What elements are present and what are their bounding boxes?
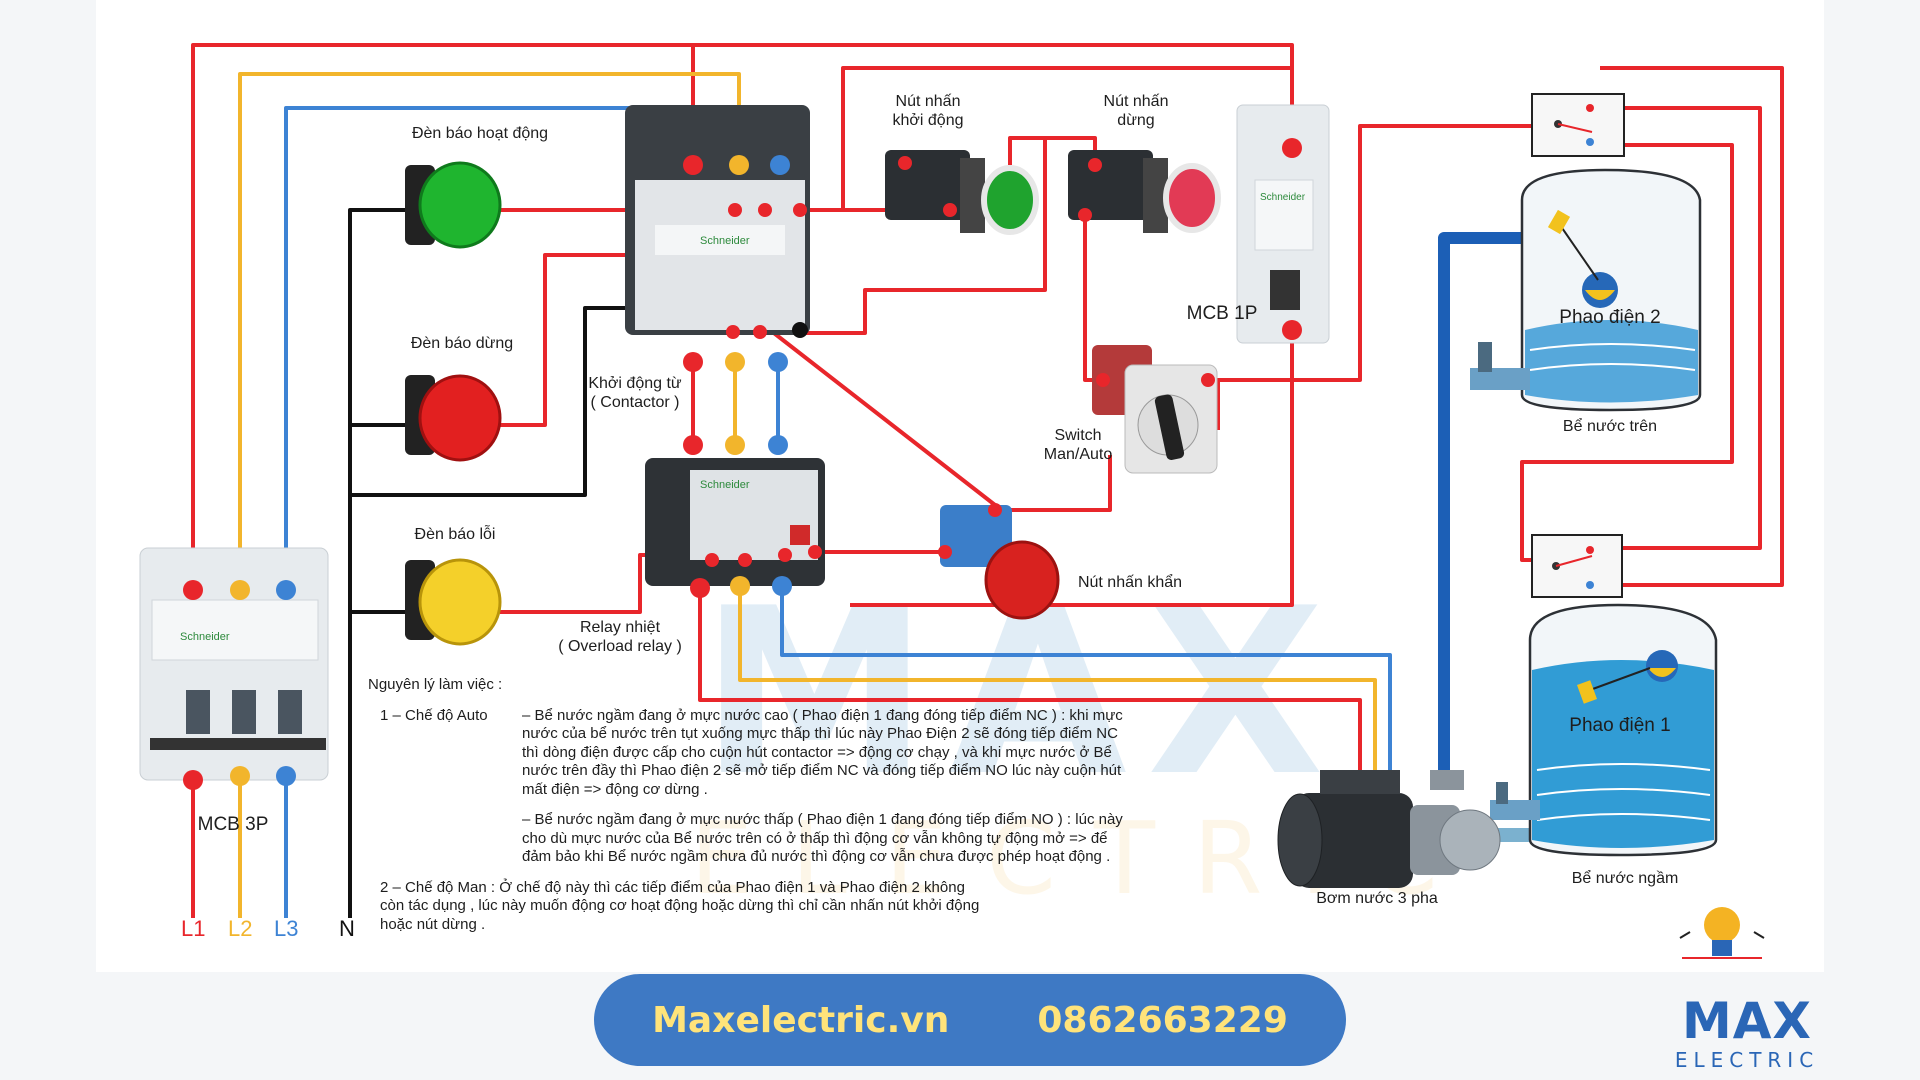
label-contactor: Khởi động từ ( Contactor ) — [588, 375, 682, 411]
mode2-paragraph: 2 – Chế độ Man : Ở chế độ này thì các ti… — [380, 878, 980, 933]
svg-text:Schneider: Schneider — [700, 479, 750, 491]
lamp-green — [405, 161, 502, 249]
logo-title: MAX — [1681, 992, 1812, 1050]
label-upper-tank: Bể nước trên — [1562, 418, 1658, 435]
svg-text:Schneider: Schneider — [700, 235, 750, 247]
water-pipe — [1438, 232, 1548, 780]
lamp-red — [405, 374, 502, 462]
label-switch: Switch Man/Auto — [1043, 427, 1113, 463]
terminal-l3: L3 — [274, 916, 299, 941]
stop-button — [1068, 150, 1221, 233]
wire-neutral — [348, 208, 802, 918]
website-link[interactable]: Maxelectric.vn — [652, 999, 950, 1041]
mcb-3p: Schneider — [139, 547, 329, 790]
pump-3-phase — [1277, 770, 1501, 888]
svg-text:Schneider: Schneider — [1260, 192, 1306, 203]
label-mcb-1p: MCB 1P — [1186, 303, 1258, 324]
emergency-button — [938, 503, 1060, 620]
lower-tank — [1490, 603, 1718, 857]
wire-float1 — [1596, 66, 1784, 587]
wire-pump-l3 — [780, 585, 1392, 780]
notes-heading: Nguyên lý làm việc : — [368, 676, 503, 693]
wire-float2-c — [1590, 106, 1762, 550]
mode1-paragraph-2: – Bể nước ngầm đang ở mực nước thấp ( Ph… — [522, 811, 1123, 865]
lamp-yellow — [405, 558, 502, 646]
label-relay: Relay nhiệt ( Overload relay ) — [558, 619, 682, 655]
label-start-button: Nút nhấn khởi động — [892, 93, 964, 129]
mode1-title: 1 – Chế độ Auto — [380, 706, 488, 724]
float-switch-2 — [1531, 93, 1625, 157]
label-lamp-running: Đèn báo hoạt động — [411, 125, 549, 142]
contact-banner: Maxelectric.vn 0862663229 — [594, 974, 1346, 1066]
mode1-paragraph-1: – Bể nước ngầm đang ở mực nước cao ( Pha… — [522, 706, 1123, 798]
selector-switch — [1092, 345, 1218, 474]
terminal-n: N — [339, 916, 355, 941]
operating-principle: Nguyên lý làm việc : 1 – Chế độ Auto – B… — [368, 676, 1128, 946]
float-switch-1 — [1531, 534, 1623, 598]
contactor: Schneider — [625, 105, 810, 372]
terminal-l2: L2 — [228, 916, 253, 941]
label-float-1: Phao điện 1 — [1569, 715, 1671, 736]
label-mcb-3p: MCB 3P — [197, 814, 269, 835]
label-emergency-button: Nút nhấn khẩn — [1077, 574, 1183, 591]
logo-bulb-icon — [1679, 907, 1765, 959]
wire-pump-l1 — [698, 585, 1362, 780]
label-lamp-stop: Đèn báo dừng — [410, 335, 514, 352]
mcb-1p: Schneider — [1236, 104, 1330, 344]
logo-subtitle: ELECTRIC — [1674, 1048, 1820, 1072]
brand-logo: MAX ELECTRIC — [1640, 900, 1860, 1075]
wire-pump-l2 — [738, 585, 1377, 780]
wire-l1 — [191, 43, 1294, 590]
label-lamp-fault: Đèn báo lỗi — [414, 526, 496, 543]
label-pump: Bơm nước 3 pha — [1316, 890, 1438, 907]
terminal-l1: L1 — [181, 916, 206, 941]
upper-tank — [1470, 168, 1702, 412]
wire-float2-d — [1520, 143, 1734, 562]
phone-number[interactable]: 0862663229 — [1037, 999, 1288, 1041]
label-lower-tank: Bể nước ngầm — [1571, 870, 1679, 887]
svg-text:Schneider: Schneider — [180, 631, 230, 643]
label-float-2: Phao điện 2 — [1559, 307, 1661, 328]
overload-relay: Schneider — [645, 435, 825, 598]
start-button — [885, 150, 1039, 235]
wire-float2-a — [1208, 124, 1534, 382]
label-stop-button: Nút nhấn dừng — [1103, 93, 1169, 129]
wire-mcb1p — [850, 330, 1294, 607]
